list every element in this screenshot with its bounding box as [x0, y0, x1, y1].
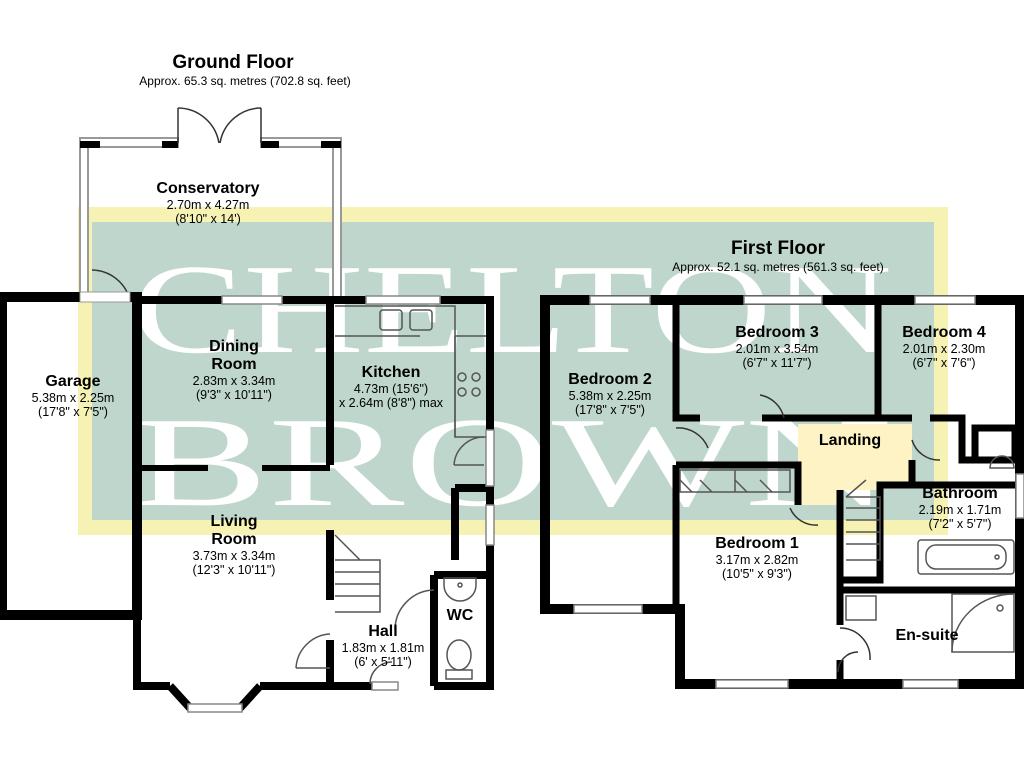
bedroom-3-name: Bedroom 3 [735, 324, 819, 341]
landing-name: Landing [818, 432, 882, 449]
first-floor-plan [540, 295, 1024, 689]
watermark-panel [92, 222, 934, 520]
watermark-line1: CHELTON [132, 238, 892, 380]
living-room-name-line1: Living [210, 513, 258, 530]
hall-dims-imperial: (6' x 5'11") [354, 654, 412, 669]
living-room-label: Living Room 3.73m x 3.34m (12'3" x 10'11… [193, 513, 276, 577]
kitchen-dims-line2: x 2.64m (8'8") max [338, 395, 444, 410]
bathroom-fixtures [917, 455, 1015, 575]
ensuite-fixtures [845, 593, 1015, 653]
ground-floor-area: Approx. 65.3 sq. metres (702.8 sq. feet) [139, 74, 351, 88]
bedroom-3-dims-metric: 2.01m x 3.54m [735, 341, 819, 356]
bathroom-dims-metric: 2.19m x 1.71m [918, 502, 1002, 517]
dining-room-dims-imperial: (9'3" x 10'11") [196, 387, 272, 402]
bedroom-1-name: Bedroom 1 [715, 535, 799, 552]
kitchen-name: Kitchen [361, 364, 421, 381]
bedroom-4-name: Bedroom 4 [902, 324, 986, 341]
first-floor-doors [675, 394, 941, 673]
bedroom-4-dims-imperial: (6'7" x 7'6") [912, 355, 976, 370]
conservatory-label: Conservatory 2.70m x 4.27m (8'10" x 14') [156, 180, 259, 226]
ensuite-name: En-suite [895, 627, 959, 644]
bedroom-4-dims-metric: 2.01m x 2.30m [902, 341, 986, 356]
bedroom-3-label: Bedroom 3 2.01m x 3.54m (6'7" x 11'7") [735, 324, 819, 370]
living-room-dims-metric: 3.73m x 3.34m [192, 548, 276, 563]
hall-label: Hall 1.83m x 1.81m (6' x 5'11") [342, 623, 425, 669]
bedroom-2-dims-metric: 5.38m x 2.25m [568, 388, 652, 403]
first-floor-title: First Floor [731, 238, 825, 259]
garage-label: Garage 5.38m x 2.25m (17'8" x 7'5") [32, 373, 115, 419]
bedroom-4-label: Bedroom 4 2.01m x 2.30m (6'7" x 7'6") [902, 324, 986, 370]
kitchen-units [335, 305, 486, 466]
bedroom-2-dims-imperial: (17'8" x 7'5") [575, 402, 645, 417]
conservatory-dims-imperial: (8'10" x 14') [175, 211, 241, 226]
first-floor-area: Approx. 52.1 sq. metres (561.3 sq. feet) [672, 260, 884, 274]
hall-dims-metric: 1.83m x 1.81m [341, 640, 425, 655]
bathroom-dims-imperial: (7'2" x 5'7") [928, 516, 992, 531]
garage-dims-metric: 5.38m x 2.25m [31, 390, 115, 405]
garage-dims-imperial: (17'8" x 7'5") [38, 404, 108, 419]
bedroom-1-label: Bedroom 1 3.17m x 2.82m (10'5" x 9'3") [715, 535, 799, 581]
french-doors [177, 107, 262, 144]
bathroom-label: Bathroom 2.19m x 1.71m (7'2" x 5'7") [919, 485, 1002, 531]
bedroom-1-dims-metric: 3.17m x 2.82m [715, 552, 799, 567]
first-floor-stairs [845, 479, 881, 561]
first-floor-walls [540, 295, 1024, 689]
bedroom-1-dims-imperial: (10'5" x 9'3") [722, 566, 792, 581]
kitchen-label: Kitchen 4.73m (15'6") x 2.64m (8'8") max [339, 364, 443, 410]
bedroom-3-dims-imperial: (6'7" x 11'7") [742, 355, 812, 370]
kitchen-dims-line1: 4.73m (15'6") [353, 381, 429, 396]
dining-room-label: Dining Room 2.83m x 3.34m (9'3" x 10'11"… [193, 338, 276, 402]
bedroom-2-label: Bedroom 2 5.38m x 2.25m (17'8" x 7'5") [568, 371, 652, 417]
living-room-name-line2: Room [211, 530, 257, 548]
dining-room-name-line1: Dining [209, 338, 259, 355]
wardrobes [679, 469, 791, 493]
hall-name: Hall [368, 623, 398, 640]
wc-name: WC [446, 607, 474, 624]
ground-floor-windows [187, 295, 495, 713]
conservatory-name: Conservatory [156, 180, 260, 197]
conservatory-dims-metric: 2.70m x 4.27m [166, 197, 250, 212]
ground-floor-walls [133, 296, 494, 712]
wc-fixtures [443, 577, 477, 680]
bedroom-2-name: Bedroom 2 [568, 371, 652, 388]
dining-room-name-line2: Room [211, 355, 257, 373]
living-room-dims-imperial: (12'3" x 10'11") [192, 562, 276, 577]
garage-name: Garage [45, 373, 101, 390]
ground-floor-stairs [295, 534, 435, 685]
dining-room-dims-metric: 2.83m x 3.34m [192, 373, 276, 388]
ground-floor-plan [0, 107, 495, 713]
first-floor-windows [573, 295, 1024, 689]
bathroom-name: Bathroom [922, 485, 998, 502]
ground-floor-title: Ground Floor [172, 52, 294, 73]
